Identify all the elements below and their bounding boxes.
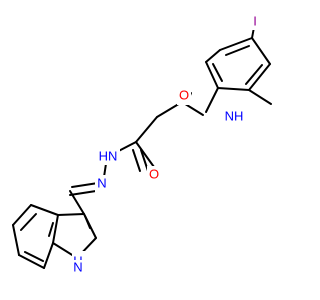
bond bbox=[248, 63, 271, 91]
atom-label-layer: I O NH O HN N H N bbox=[71, 12, 260, 276]
hydrazide-nh-label-bg bbox=[96, 147, 120, 165]
bond bbox=[140, 149, 149, 172]
bond bbox=[205, 87, 219, 113]
bond bbox=[212, 63, 223, 82]
bond bbox=[132, 149, 141, 172]
bond bbox=[20, 213, 37, 231]
bond bbox=[225, 45, 250, 56]
bond bbox=[69, 190, 97, 196]
bond bbox=[135, 141, 155, 168]
bond bbox=[12, 224, 20, 256]
bond bbox=[43, 242, 54, 269]
amide-oxygen-label: O bbox=[179, 87, 189, 102]
hydrazide-oxygen-label-bg bbox=[147, 166, 161, 184]
bond bbox=[48, 222, 54, 237]
hydrazide-nh-label: HN bbox=[99, 148, 118, 163]
bond bbox=[71, 182, 99, 188]
bond bbox=[24, 251, 44, 262]
indole-n-label-bg bbox=[71, 260, 85, 276]
bond bbox=[217, 87, 250, 91]
bond bbox=[57, 213, 85, 216]
bond-layer bbox=[12, 21, 272, 269]
amide-nh-label-bg bbox=[223, 108, 245, 126]
bond bbox=[52, 214, 59, 244]
iodine-label-bg bbox=[250, 12, 260, 30]
iodine-label: I bbox=[253, 13, 257, 28]
bond bbox=[219, 37, 253, 51]
indole-n-label: N bbox=[73, 259, 82, 274]
bond bbox=[248, 89, 272, 105]
imine-n-label-bg bbox=[95, 175, 109, 193]
hydrazide-oxygen-label: O bbox=[149, 166, 159, 181]
molecule-diagram: I O NH O HN N H N bbox=[12, 12, 272, 276]
amide-nh-label: NH bbox=[225, 108, 244, 123]
bond bbox=[251, 37, 271, 65]
imine-n-label: N bbox=[97, 175, 106, 190]
bond bbox=[30, 204, 59, 216]
amide-oxygen-label-bg bbox=[177, 87, 191, 105]
bond bbox=[135, 116, 158, 143]
bond bbox=[205, 61, 219, 89]
bond bbox=[18, 254, 45, 269]
bond bbox=[205, 49, 221, 63]
bond bbox=[84, 215, 91, 229]
bond bbox=[245, 64, 263, 85]
bond bbox=[12, 204, 32, 226]
bond bbox=[69, 190, 85, 215]
molecule-structure-canvas: I O NH O HN N H N bbox=[12, 12, 272, 276]
